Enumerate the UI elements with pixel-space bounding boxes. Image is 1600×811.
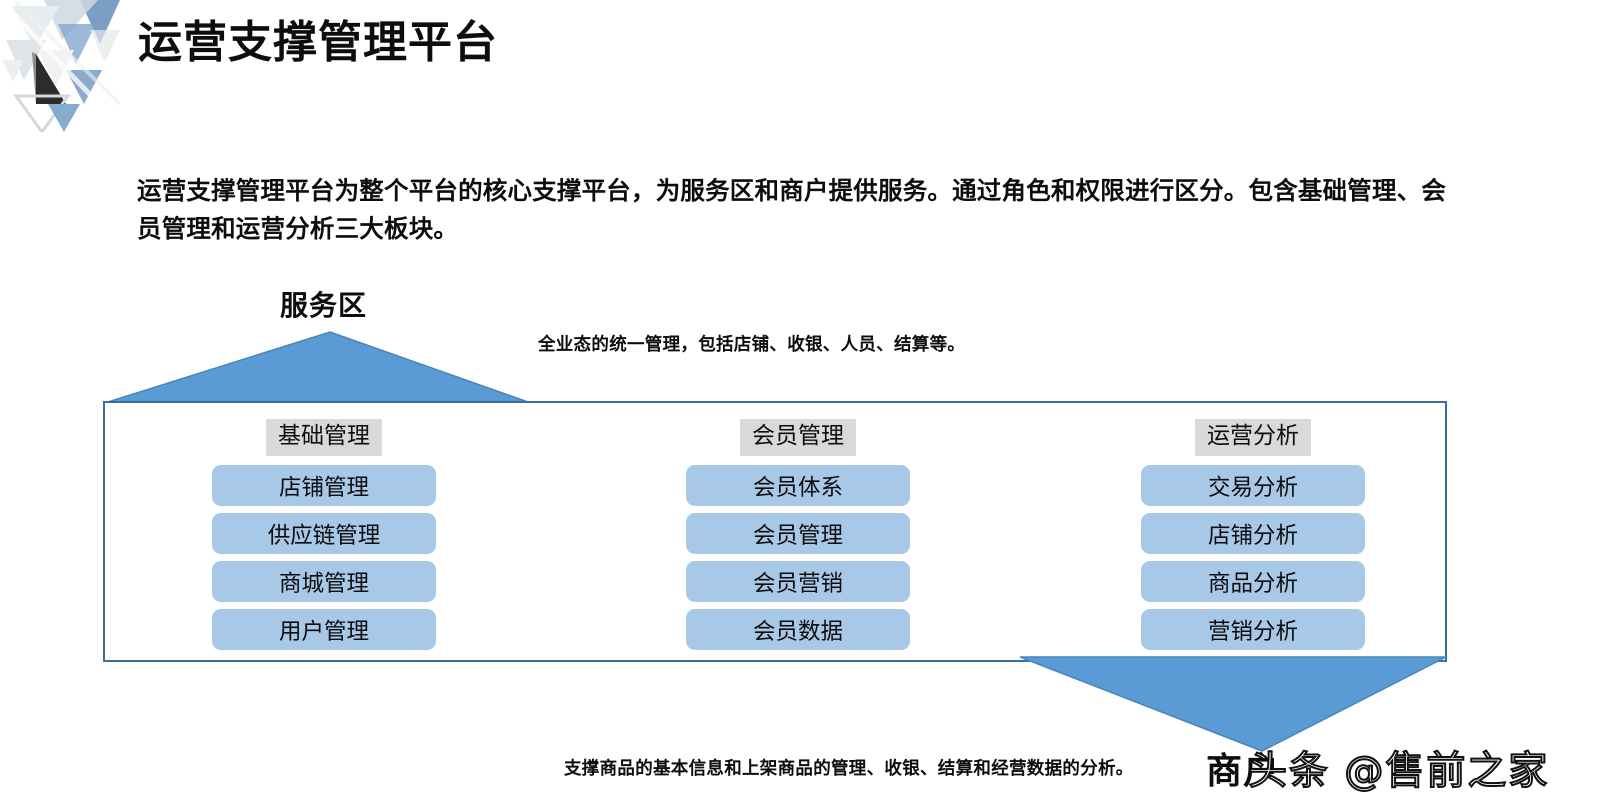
group-column-basic-management: 基础管理 店铺管理 供应链管理 商城管理 用户管理 <box>212 419 436 650</box>
module-pill[interactable]: 商品分析 <box>1141 561 1365 602</box>
page-title: 运营支撑管理平台 <box>138 17 498 68</box>
triangles-logo <box>2 0 120 132</box>
module-pill[interactable]: 会员营销 <box>686 561 910 602</box>
bottom-caption: 支撑商品的基本信息和上架商品的管理、收银、结算和经营数据的分析。 <box>564 759 1134 779</box>
top-caption: 全业态的统一管理，包括店铺、收银、人员、结算等。 <box>538 335 966 355</box>
module-pill[interactable]: 会员数据 <box>686 609 910 650</box>
watermark-text: 头条 @售前之家 <box>1247 748 1550 795</box>
module-pill[interactable]: 商城管理 <box>212 561 436 602</box>
module-pill[interactable]: 供应链管理 <box>212 513 436 554</box>
group-column-member-management: 会员管理 会员体系 会员管理 会员营销 会员数据 <box>686 419 910 650</box>
group-header: 基础管理 <box>266 419 382 456</box>
module-pill[interactable]: 店铺管理 <box>212 465 436 506</box>
triangle-down-arrow-icon <box>106 330 530 404</box>
module-pill[interactable]: 店铺分析 <box>1141 513 1365 554</box>
module-pill[interactable]: 交易分析 <box>1141 465 1365 506</box>
module-pill[interactable]: 用户管理 <box>212 609 436 650</box>
platform-container-box <box>103 401 1447 662</box>
group-header: 会员管理 <box>740 419 856 456</box>
module-pill[interactable]: 会员体系 <box>686 465 910 506</box>
service-area-label: 服务区 <box>280 289 368 322</box>
module-pill[interactable]: 营销分析 <box>1141 609 1365 650</box>
intro-paragraph: 运营支撑管理平台为整个平台的核心支撑平台，为服务区和商户提供服务。通过角色和权限… <box>137 176 1447 243</box>
group-column-operation-analysis: 运营分析 交易分析 店铺分析 商品分析 营销分析 <box>1141 419 1365 650</box>
triangle-down-arrow-icon <box>1018 655 1448 753</box>
module-pill[interactable]: 会员管理 <box>686 513 910 554</box>
merchant-label: 商户 <box>1206 751 1281 792</box>
group-header: 运营分析 <box>1195 419 1311 456</box>
